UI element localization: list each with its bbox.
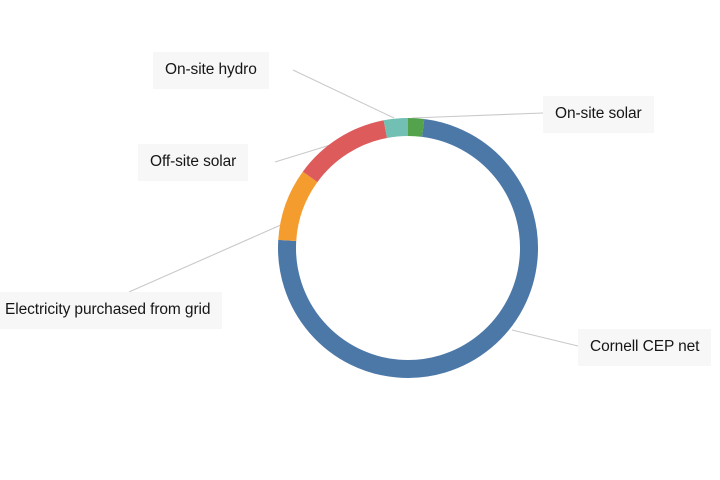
leader-line-grid bbox=[128, 223, 284, 293]
slice-offsite-solar[interactable] bbox=[302, 120, 388, 183]
slice-label-onsite-hydro: On-site hydro bbox=[153, 52, 269, 89]
slice-onsite-solar[interactable] bbox=[407, 117, 425, 137]
leader-line-onsite-hydro bbox=[292, 69, 395, 119]
slice-label-offsite-solar: Off-site solar bbox=[138, 144, 249, 181]
leader-line-onsite-solar bbox=[411, 112, 544, 119]
slice-label-onsite-solar: On-site solar bbox=[543, 96, 654, 133]
slice-label-cornell-cep-net: Cornell CEP net bbox=[578, 329, 712, 366]
donut-ring bbox=[278, 117, 538, 378]
slice-cornell-cep-net[interactable] bbox=[278, 119, 538, 378]
leader-lines bbox=[128, 69, 579, 347]
slice-electricity-purchased-from-grid[interactable] bbox=[278, 171, 318, 242]
slice-onsite-hydro[interactable] bbox=[383, 117, 409, 139]
slice-label-electricity-purchased-from-grid: Electricity purchased from grid bbox=[0, 292, 223, 329]
leader-line-cornell bbox=[511, 329, 579, 347]
